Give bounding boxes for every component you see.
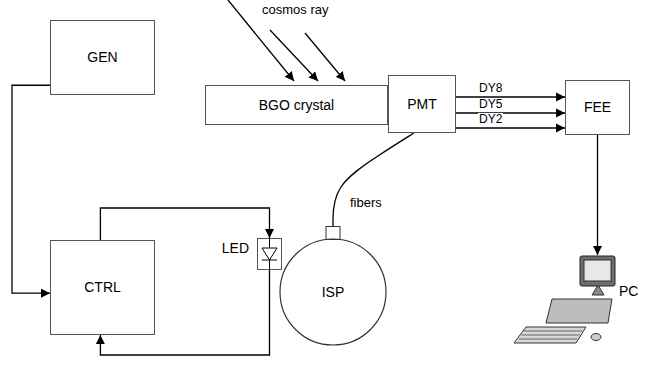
node-label: FEE <box>584 99 611 116</box>
signal-wire <box>100 208 269 240</box>
signal-wire <box>456 112 565 113</box>
cosmic-ray-arrows <box>228 0 345 81</box>
optical-fiber <box>333 133 414 226</box>
diode-lead <box>269 260 270 270</box>
node-label: LED <box>222 240 249 256</box>
node-label: PMT <box>407 96 437 113</box>
node-label: PC <box>619 283 638 299</box>
screen <box>584 260 611 281</box>
fiber-port <box>326 227 340 240</box>
diode-lead <box>269 238 270 248</box>
node-label: ISP <box>322 284 345 301</box>
sphere-node: ISP <box>278 226 388 346</box>
pc-icon <box>512 255 616 347</box>
signal-label: DY8 <box>478 82 503 95</box>
led-housing <box>258 239 282 270</box>
computer-case <box>546 299 612 323</box>
cosmic-ray-arrow <box>305 33 345 81</box>
led-box: LED <box>257 238 282 270</box>
signal-label: DY2 <box>478 113 503 126</box>
process-box: GEN <box>50 20 155 95</box>
mouse <box>591 334 601 341</box>
process-box: PMT <box>388 75 456 133</box>
signal-wire <box>456 96 565 97</box>
annotation-label: cosmos ray <box>262 3 328 17</box>
signal-wire <box>456 127 565 128</box>
node-label: BGO crystal <box>259 97 334 114</box>
node-label: CTRL <box>84 279 121 296</box>
process-box: FEE <box>565 80 630 135</box>
node-label: GEN <box>87 49 117 66</box>
signal-label: DY5 <box>478 98 503 111</box>
computer-node: PC <box>512 255 616 347</box>
signal-wire <box>597 135 598 255</box>
led-symbol <box>257 238 282 270</box>
cosmic-ray-arrow <box>270 30 318 81</box>
diode-triangle <box>262 248 277 260</box>
keyboard <box>514 327 586 343</box>
process-box: CTRL <box>50 240 155 335</box>
signal-wire <box>12 85 50 293</box>
keyboard-keys <box>519 331 582 339</box>
process-box: BGO crystal <box>205 85 388 125</box>
fiber-label: fibers <box>349 196 383 210</box>
monitor <box>580 256 615 286</box>
integrating-sphere <box>280 239 386 345</box>
